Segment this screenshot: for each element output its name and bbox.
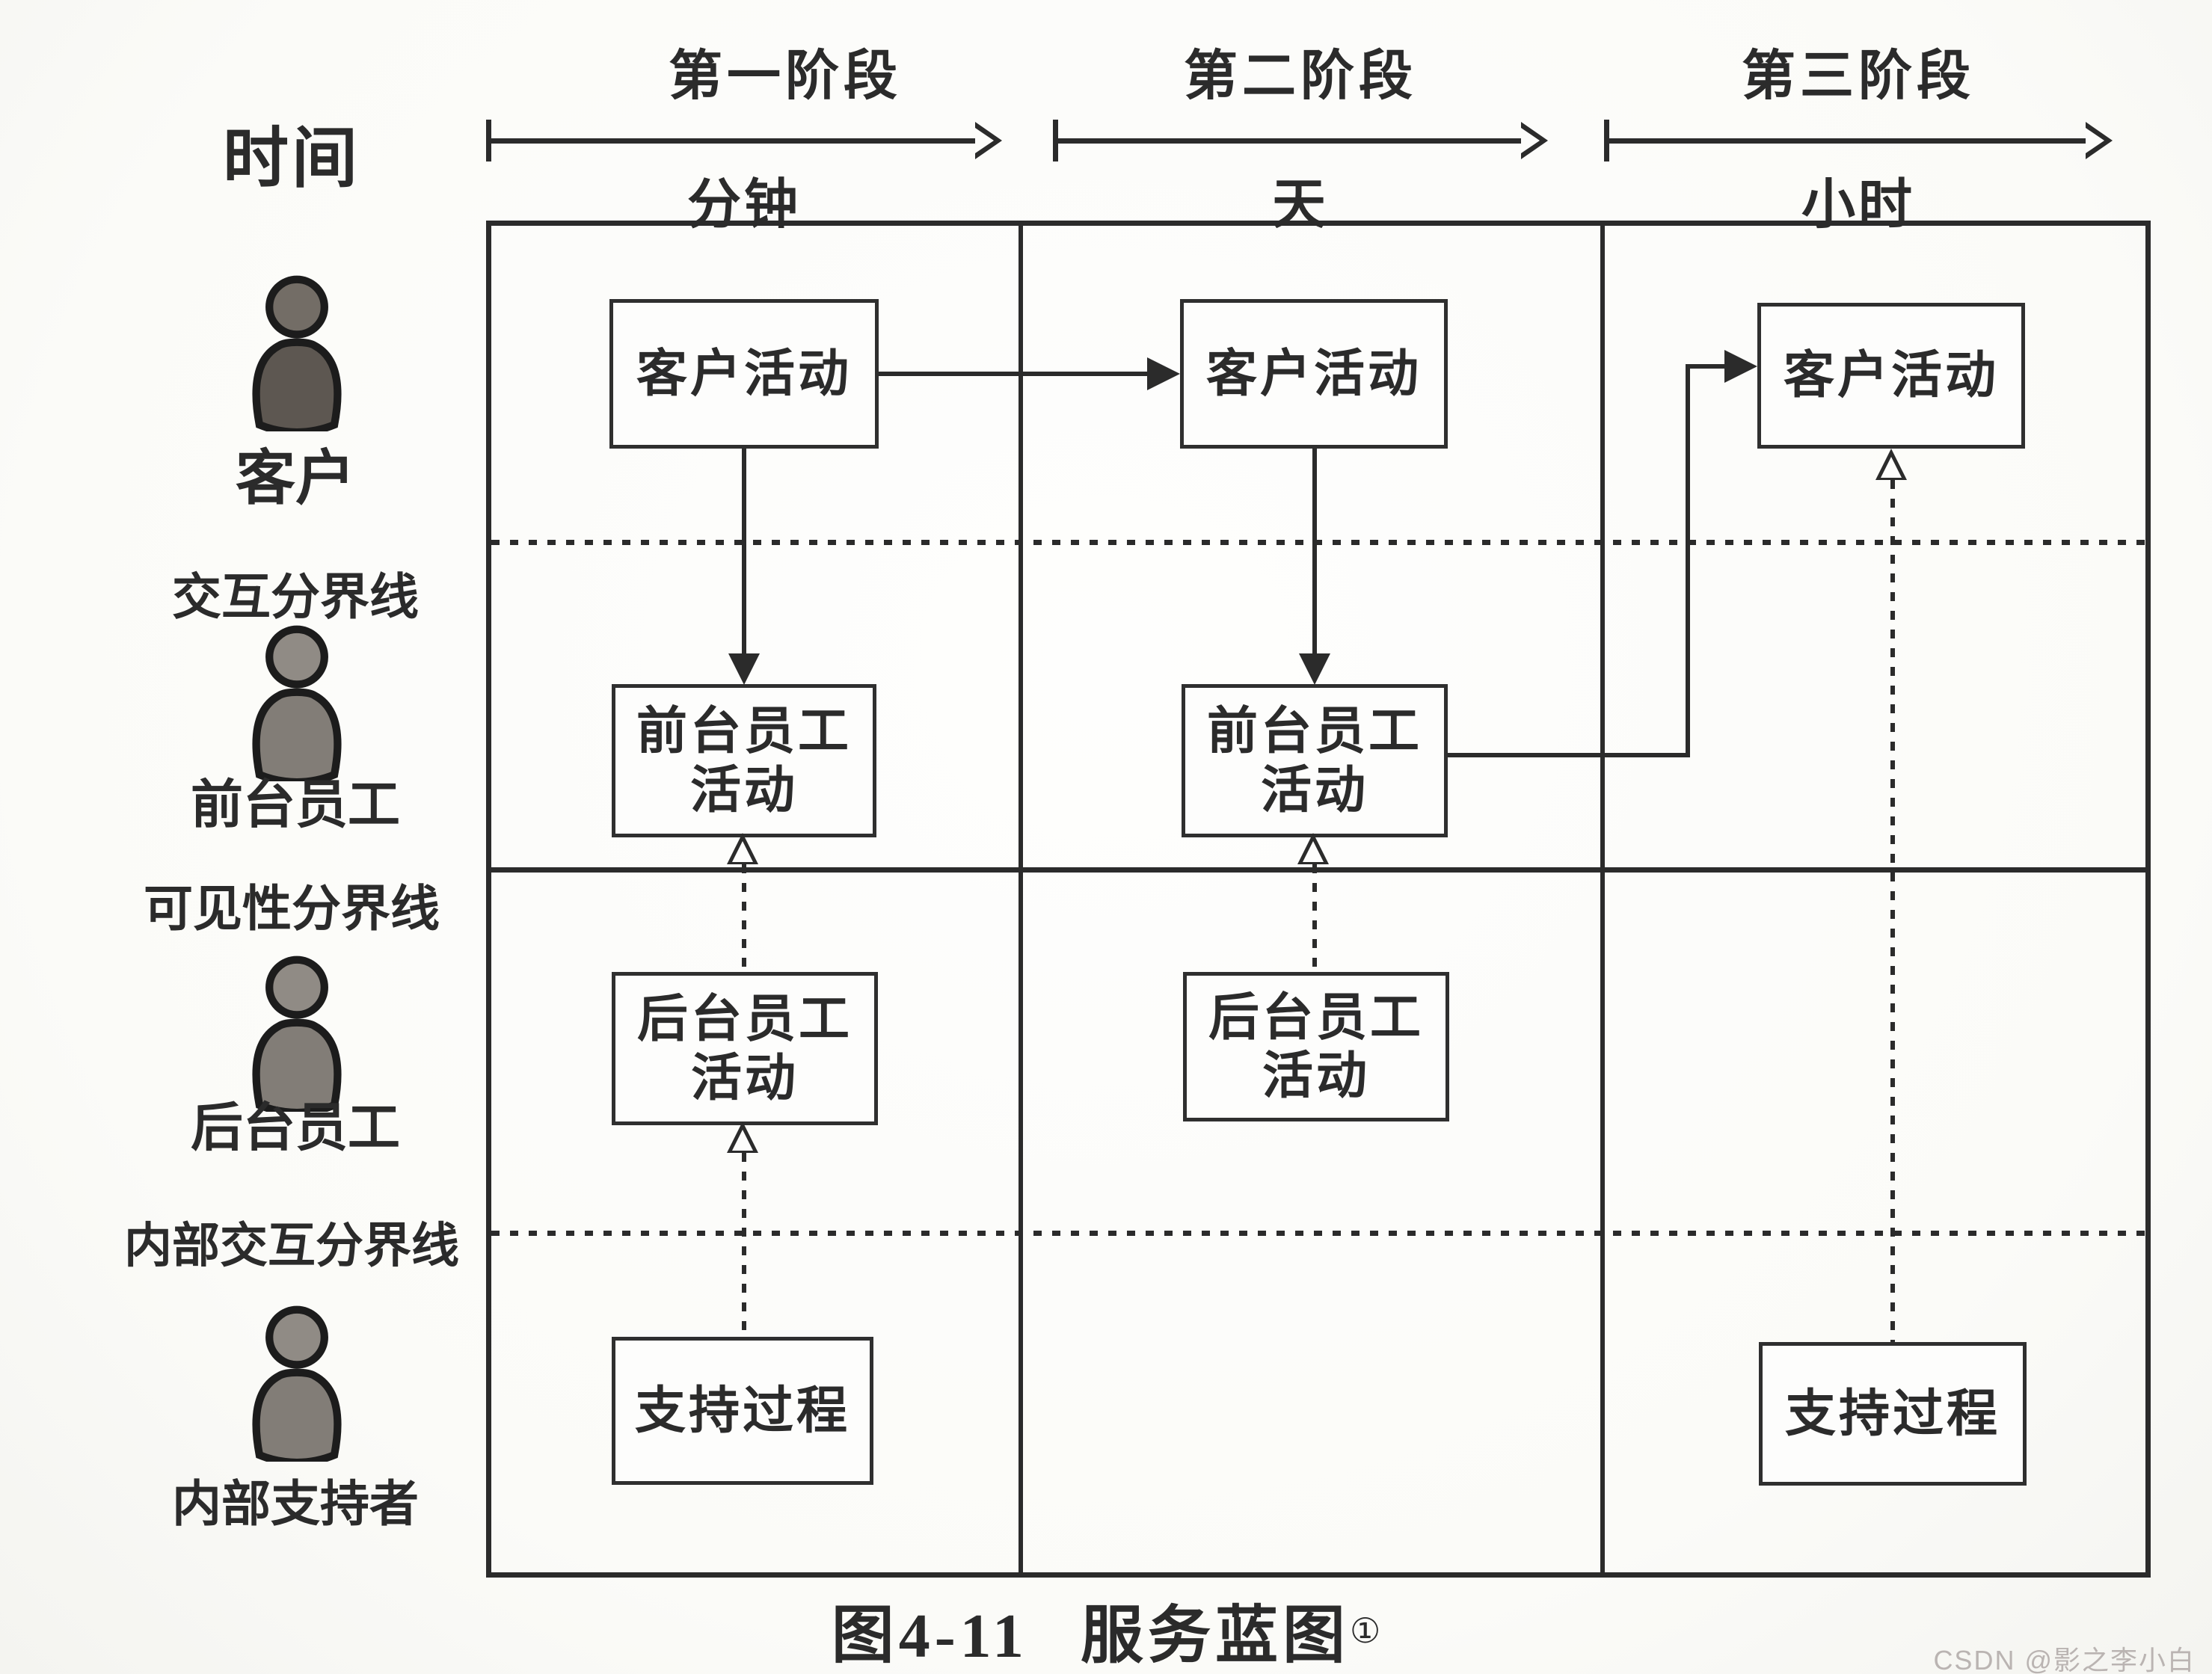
box-backstage-activity-col1: 后台员工 活动 <box>612 972 878 1125</box>
arrowhead-right-icon <box>2086 122 2113 159</box>
connector-customer-to-frontstage-col2 <box>1312 449 1317 656</box>
connector-frontstage2-to-customer3-approach <box>1686 364 1727 369</box>
blueprint-grid-border <box>486 221 2151 1578</box>
box-label: 支持过程 <box>634 1382 850 1439</box>
arrowhead-right-icon <box>1521 122 1548 159</box>
figure-title: 服务蓝图 <box>1081 1601 1351 1671</box>
arrowhead-down-icon <box>1299 653 1330 685</box>
box-frontstage-activity-col1: 前台员工 活动 <box>612 684 876 837</box>
arrowhead-up-open-icon <box>727 833 758 864</box>
arrowhead-down-icon <box>728 653 760 685</box>
box-label-line1: 前台员工 <box>636 703 852 760</box>
phase-2-label: 第二阶段 <box>1183 46 1417 106</box>
interaction-boundary-line <box>491 540 2145 545</box>
role-label-customer: 客户 <box>236 445 355 511</box>
backstage-person-icon <box>252 956 342 1112</box>
arrowhead-right-icon <box>975 122 1002 159</box>
figure-number: 图4-11 <box>831 1601 1029 1671</box>
boundary-label-interaction: 交互分界线 <box>172 569 419 624</box>
time-axis-title: 时间 <box>222 121 360 195</box>
phase-1-label: 第一阶段 <box>668 46 902 106</box>
box-frontstage-activity-col2: 前台员工 活动 <box>1182 684 1448 837</box>
box-support-process-col3: 支持过程 <box>1759 1342 2027 1486</box>
internal-supporter-person-icon <box>252 1305 342 1462</box>
arrowhead-up-open-icon <box>1875 449 1907 480</box>
box-customer-activity-col1: 客户活动 <box>609 299 879 449</box>
boundary-label-visibility: 可见性分界线 <box>144 881 440 936</box>
box-support-process-col1: 支持过程 <box>612 1337 873 1485</box>
box-label: 客户活动 <box>1783 347 1999 404</box>
role-label-internal-supporter: 内部支持者 <box>172 1476 419 1531</box>
box-label-line2: 活动 <box>1260 761 1368 819</box>
connector-backstage-to-frontstage-col1 <box>742 864 746 972</box>
connector-customer1-to-customer2 <box>879 372 1149 376</box>
column-divider-1 <box>1019 221 1023 1578</box>
arrowhead-right-icon <box>1147 357 1180 390</box>
box-customer-activity-col2: 客户活动 <box>1180 299 1448 449</box>
connector-support3-to-customer3 <box>1890 480 1895 1342</box>
frontstage-person-icon <box>252 625 342 781</box>
role-label-frontstage: 前台员工 <box>191 775 400 834</box>
box-label: 支持过程 <box>1784 1385 2000 1442</box>
boundary-label-internal-interaction: 内部交互分界线 <box>124 1219 459 1273</box>
visibility-boundary-line <box>486 867 2151 873</box>
connector-frontstage2-to-customer3-horizontal <box>1448 753 1690 757</box>
box-backstage-activity-col2: 后台员工 活动 <box>1183 972 1449 1121</box>
connector-backstage-to-frontstage-col2 <box>1312 864 1317 972</box>
role-label-backstage: 后台员工 <box>191 1098 400 1157</box>
column-divider-2 <box>1600 221 1605 1578</box>
box-label: 客户活动 <box>636 345 852 402</box>
arrowhead-up-open-icon <box>727 1121 758 1153</box>
arrowhead-up-open-icon <box>1297 833 1329 864</box>
box-label-line1: 前台员工 <box>1206 703 1422 760</box>
connector-support-to-backstage-col1 <box>742 1153 746 1337</box>
box-label-line1: 后台员工 <box>636 991 852 1048</box>
box-customer-activity-col3: 客户活动 <box>1757 303 2025 449</box>
box-label-line2: 活动 <box>689 761 798 819</box>
time-arrow-phase-3 <box>1604 120 2113 161</box>
connector-customer-to-frontstage-col1 <box>742 449 746 656</box>
box-label-line1: 后台员工 <box>1208 988 1424 1046</box>
connector-frontstage2-to-customer3-vertical <box>1686 366 1690 757</box>
time-arrow-shaft <box>488 138 975 144</box>
internal-interaction-boundary-line <box>491 1231 2145 1236</box>
time-arrow-phase-1 <box>486 120 1002 161</box>
arrowhead-right-icon <box>1724 350 1757 383</box>
time-arrow-shaft <box>1054 138 1521 144</box>
time-arrow-shaft <box>1606 138 2086 144</box>
phase-3-label: 第三阶段 <box>1741 46 1975 106</box>
box-label: 客户活动 <box>1205 345 1422 402</box>
csdn-watermark: CSDN @影之李小白 <box>1933 1645 2196 1674</box>
customer-person-icon <box>252 275 342 431</box>
time-arrow-phase-2 <box>1053 120 1548 161</box>
box-label-line2: 活动 <box>1262 1047 1370 1104</box>
figure-footnote-mark: ① <box>1350 1611 1381 1650</box>
box-label-line2: 活动 <box>690 1049 799 1107</box>
